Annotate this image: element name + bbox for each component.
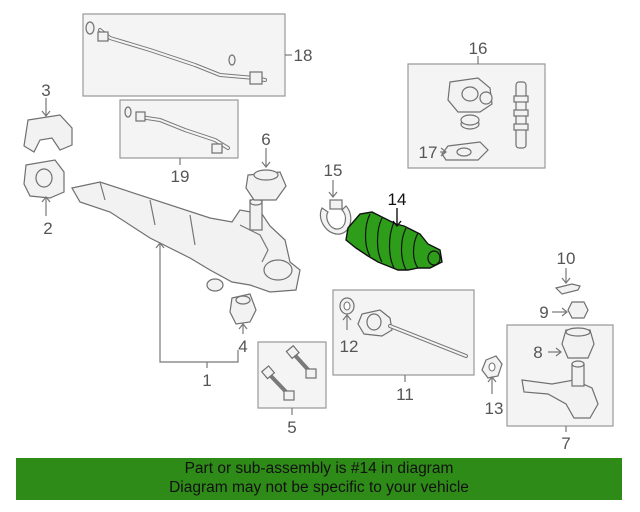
- clamp-15: [319, 180, 352, 235]
- callout-6: 6: [261, 130, 270, 149]
- callout-8: 8: [533, 343, 542, 362]
- o-ring: [228, 54, 236, 66]
- mount-4: [229, 293, 257, 334]
- callout-19: 19: [171, 167, 190, 186]
- pipe-assembly-18-box: [82, 13, 292, 97]
- tie-rod-end: [521, 379, 599, 419]
- callout-18: 18: [294, 46, 313, 65]
- tie-rod-end-7-box: [506, 324, 614, 432]
- bolt: [285, 344, 317, 379]
- boot-body: [345, 211, 443, 271]
- callout-17: 17: [419, 143, 438, 162]
- callout-16: 16: [469, 39, 488, 58]
- callout-14: 14: [388, 190, 407, 209]
- callout-2: 2: [43, 219, 52, 238]
- seal-6: [245, 148, 287, 201]
- banner-line-disclaimer: Diagram may not be specific to your vehi…: [169, 479, 469, 496]
- o-ring: [124, 106, 132, 118]
- valve-16-box: [407, 56, 546, 169]
- boot-8: [561, 329, 595, 359]
- callout-7: 7: [561, 434, 570, 453]
- pinion-shaft: [513, 81, 529, 149]
- info-banner: Part or sub-assembly is #14 in diagram D…: [16, 458, 622, 500]
- callout-9: 9: [539, 303, 548, 322]
- pipe-fitting: [97, 31, 109, 42]
- callout-3: 3: [41, 81, 50, 100]
- callout-15: 15: [324, 161, 343, 180]
- pin-10: [554, 268, 581, 295]
- callout-4: 4: [238, 337, 247, 356]
- callout-1: 1: [202, 371, 211, 390]
- pipe-fitting: [249, 71, 263, 85]
- bushing-2: [23, 159, 65, 216]
- nut-9: [552, 301, 589, 319]
- pipe-fitting: [135, 111, 146, 122]
- banner-line-part-number: Part or sub-assembly is #14 in diagram: [184, 460, 454, 477]
- callout-5: 5: [287, 418, 296, 437]
- steering-rack-1: [71, 181, 301, 368]
- callout-12: 12: [340, 337, 359, 356]
- lock-nut-13: [481, 355, 503, 394]
- bolt: [260, 365, 295, 401]
- pipe-fitting: [211, 143, 223, 154]
- o-ring: [85, 21, 95, 35]
- rack-boot-14: [345, 208, 443, 271]
- callout-13: 13: [485, 399, 504, 418]
- bolts-5-box: [257, 341, 327, 415]
- pipe-assembly-19-box: [119, 99, 239, 165]
- bracket-3: [23, 98, 73, 153]
- callout-10: 10: [557, 249, 576, 268]
- inner-tie-rod-11-box: [332, 289, 475, 382]
- callout-11: 11: [396, 385, 414, 404]
